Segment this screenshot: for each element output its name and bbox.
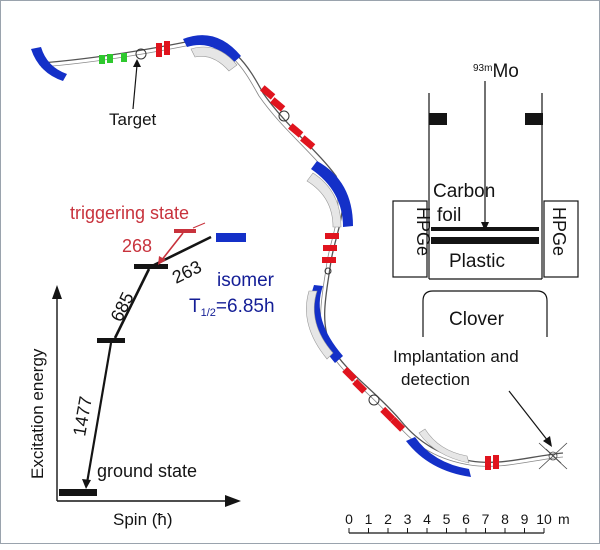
implantation-arrowhead — [543, 436, 552, 447]
scale-unit-label: m — [558, 511, 570, 527]
quadrupole-10 — [342, 366, 358, 382]
end-station-icon — [538, 442, 568, 470]
isotope-symbol: Mo — [492, 61, 518, 82]
quadrupole-13 — [390, 416, 406, 432]
dipole-chamber-5 — [418, 428, 470, 464]
transition-1477-label: 1477 — [69, 395, 96, 438]
transition-263-label: 263 — [169, 256, 205, 287]
scale-tick-label: 9 — [521, 511, 529, 527]
level-scheme: Excitation energy Spin (ħ) triggering st… — [28, 203, 275, 529]
isomer-level — [134, 264, 168, 269]
implantation-label-line1: Implantation and — [393, 347, 519, 366]
x-axis-label: Spin (ħ) — [113, 510, 173, 529]
beamline: Target Implantation and detection — [31, 35, 568, 477]
y-axis-arrowhead — [52, 285, 62, 299]
target-element-1 — [99, 55, 105, 64]
transition-268-line — [160, 232, 184, 262]
implantation-label-line2: detection — [401, 370, 470, 389]
half-life-t: T — [189, 296, 201, 317]
quadrupole-7 — [325, 233, 339, 239]
transition-268-label: 268 — [122, 236, 152, 256]
dipole-magnet-4 — [310, 285, 343, 363]
quadrupole-5 — [288, 123, 304, 138]
target-chamber — [135, 48, 147, 60]
half-life-value: =6.85h — [216, 296, 275, 317]
foil-label: foil — [437, 205, 461, 226]
scale-tick-label: 6 — [462, 511, 470, 527]
scale-tick-label: 7 — [482, 511, 490, 527]
isotope-label: 93mMo — [473, 61, 519, 82]
quadrupole-3 — [260, 85, 276, 100]
scale-tick-label: 0 — [345, 511, 353, 527]
quadrupole-14 — [485, 456, 491, 470]
scale-tick-label: 8 — [501, 511, 509, 527]
dipole-chamber-2 — [190, 46, 238, 72]
x-axis-arrowhead — [225, 495, 241, 507]
hpge-left-box — [392, 200, 428, 278]
dipole-magnet-1 — [31, 47, 67, 81]
implantation-arrow — [508, 390, 549, 442]
hpge-left-label: HPGe — [413, 207, 433, 256]
diagnostic-box-3 — [324, 267, 332, 275]
diagnostic-box-2 — [368, 394, 380, 406]
triggering-level — [174, 229, 196, 233]
isomer-label: isomer — [217, 270, 275, 291]
diagnostic-box-1 — [278, 110, 290, 122]
plastic-label: Plastic — [449, 251, 505, 272]
target-label: Target — [109, 110, 157, 129]
hpge-right-box — [543, 200, 579, 278]
triggering-arrow — [192, 222, 206, 229]
half-life-subscript: 1/2 — [201, 307, 216, 319]
clover-detector-outline — [422, 290, 548, 337]
quadrupole-1 — [156, 43, 162, 57]
level-1477 — [97, 338, 125, 343]
scale-tick-label: 10 — [536, 511, 552, 527]
implant-beam-arrowhead — [481, 222, 489, 231]
quadrupole-15 — [493, 455, 499, 469]
y-axis-label: Excitation energy — [28, 348, 47, 479]
quadrupole-9 — [322, 257, 336, 263]
quadrupole-4 — [270, 97, 286, 112]
scale-tick-label: 4 — [423, 511, 431, 527]
detector-setup — [392, 81, 579, 337]
quadrupole-11 — [352, 378, 368, 394]
target-element-3 — [121, 53, 127, 62]
transition-685-label: 685 — [107, 289, 138, 325]
quadrupole-6 — [300, 135, 316, 150]
scale-tick-label: 1 — [365, 511, 373, 527]
ground-state-level — [59, 489, 97, 496]
carbon-label: Carbon — [433, 181, 495, 202]
quadrupole-2 — [164, 41, 170, 55]
quadrupole-8 — [323, 245, 337, 251]
target-arrowhead — [133, 59, 141, 67]
hpge-right-label: HPGe — [549, 207, 569, 256]
ground-state-label: ground state — [97, 461, 197, 481]
transition-685-line — [113, 268, 151, 339]
quadrupole-12 — [380, 406, 396, 422]
transition-268-arrowhead — [158, 256, 166, 265]
dipole-chamber-4 — [306, 290, 334, 360]
upper-left-block — [429, 113, 447, 125]
detector-labels: 93mMo Carbon foil Plastic HPGe HPGe Clov… — [413, 61, 569, 330]
scale-tick-label: 5 — [443, 511, 451, 527]
triggering-state-label: triggering state — [70, 203, 189, 223]
upper-right-block — [525, 113, 543, 125]
target-element-2 — [107, 54, 113, 63]
isotope-mass: 93m — [473, 63, 492, 74]
scale-tick-label: 2 — [384, 511, 392, 527]
plastic-scintillator — [431, 237, 539, 244]
half-life-label: T1/2=6.85h — [189, 296, 275, 319]
transition-1477-arrowhead — [82, 479, 91, 489]
dipole-chamber-3 — [306, 172, 342, 228]
clover-label: Clover — [449, 309, 505, 330]
upper-blue-level — [216, 233, 246, 242]
dipole-magnet-5 — [406, 437, 471, 477]
scale-tick-label: 3 — [404, 511, 412, 527]
target-arrow — [132, 64, 138, 110]
dipole-magnet-3 — [311, 161, 353, 227]
transition-1477-line — [85, 342, 113, 484]
